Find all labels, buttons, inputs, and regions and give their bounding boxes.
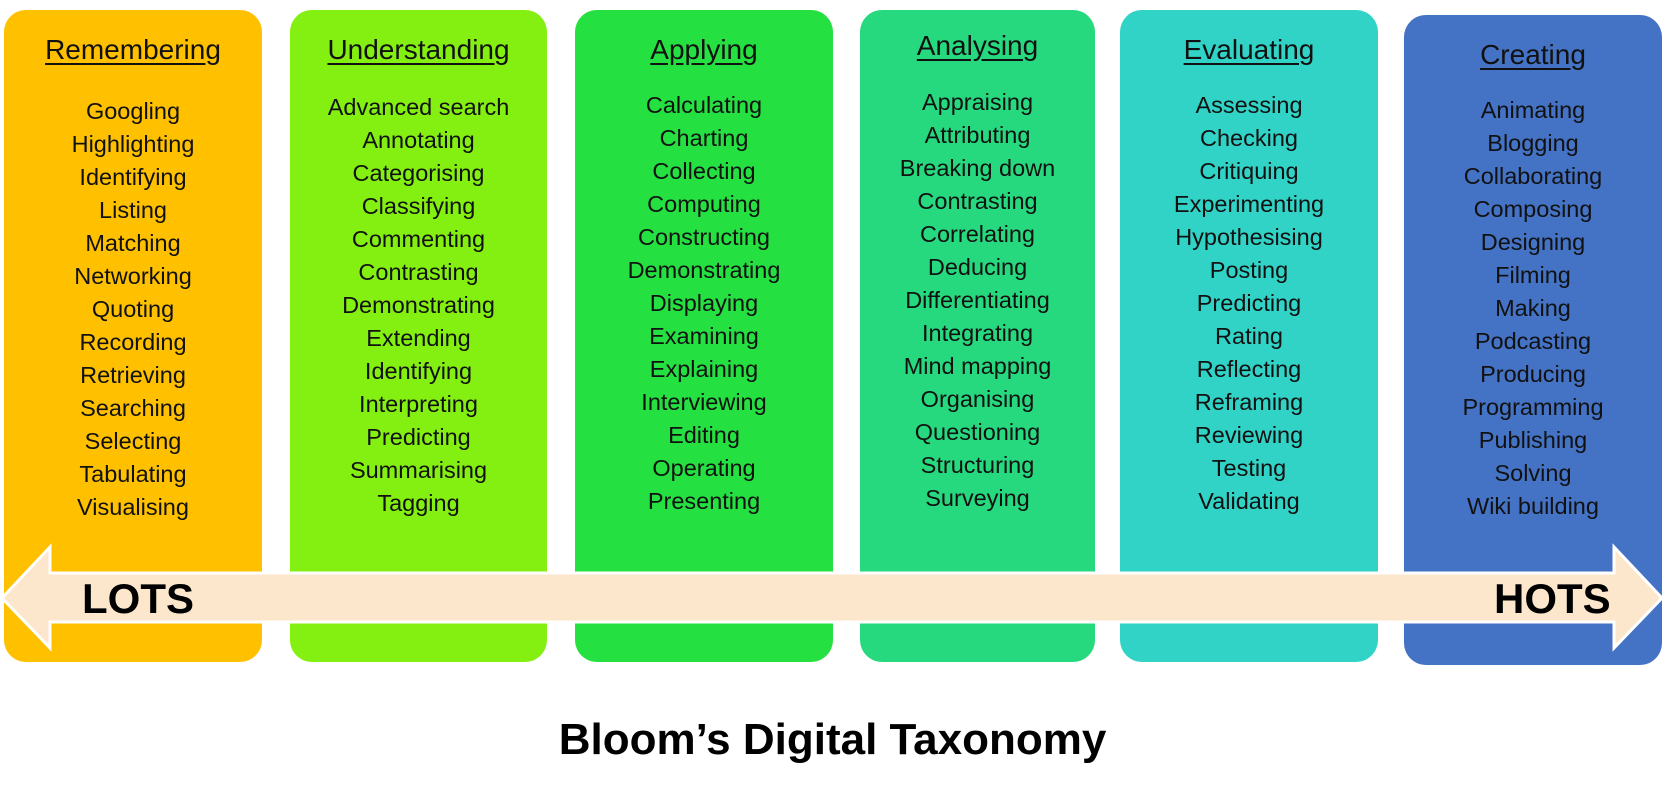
list-item: Selecting [84, 428, 182, 454]
column-creating: Creating Animating Blogging Collaboratin… [1404, 15, 1662, 665]
list-item: Assessing [1195, 92, 1303, 118]
list-item: Solving [1494, 460, 1572, 486]
verb-list-remembering: Googling Highlighting Identifying Listin… [4, 95, 262, 524]
list-item: Collecting [652, 158, 756, 184]
list-item: Testing [1211, 455, 1287, 481]
list-item: Filming [1495, 262, 1571, 288]
list-item: Operating [652, 455, 756, 481]
list-item: Extending [366, 325, 471, 351]
column-analysing: Analysing Appraising Attributing Breakin… [860, 10, 1095, 662]
column-title-analysing: Analysing [916, 30, 1039, 61]
column-applying: Applying Calculating Charting Collecting… [575, 10, 833, 662]
list-item: Contrasting [358, 259, 479, 285]
list-item: Attributing [924, 122, 1031, 148]
list-item: Posting [1209, 257, 1289, 283]
list-item: Examining [649, 323, 759, 349]
list-item: Programming [1462, 394, 1604, 420]
list-item: Networking [74, 263, 192, 289]
list-item: Correlating [920, 221, 1035, 247]
column-title-applying: Applying [650, 34, 758, 65]
list-item: Interpreting [359, 391, 478, 417]
list-item: Summarising [349, 457, 488, 483]
list-item: Displaying [649, 290, 759, 316]
list-item: Checking [1200, 125, 1298, 151]
page-title: Bloom’s Digital Taxonomy [558, 715, 1107, 764]
list-item: Retrieving [80, 362, 186, 388]
list-item: Tabulating [79, 461, 187, 487]
list-item: Contrasting [917, 188, 1038, 214]
list-item: Validating [1198, 488, 1300, 514]
list-item: Constructing [638, 224, 770, 250]
list-item: Classifying [361, 193, 476, 219]
list-item: Podcasting [1474, 328, 1592, 354]
list-item: Blogging [1487, 130, 1579, 156]
column-title-creating: Creating [1480, 39, 1586, 70]
list-item: Calculating [645, 92, 763, 118]
list-item: Visualising [77, 494, 189, 520]
list-item: Listing [99, 197, 167, 223]
column-title-understanding: Understanding [327, 34, 510, 65]
verb-list-creating: Animating Blogging Collaborating Composi… [1404, 94, 1662, 523]
list-item: Surveying [925, 485, 1030, 511]
list-item: Quoting [91, 296, 175, 322]
list-item: Annotating [362, 127, 475, 153]
list-item: Experimenting [1173, 191, 1325, 217]
list-item: Mind mapping [903, 353, 1052, 379]
list-item: Predicting [366, 424, 471, 450]
list-item: Reflecting [1196, 356, 1302, 382]
list-item: Identifying [364, 358, 473, 384]
list-item: Advanced search [327, 94, 510, 120]
list-item: Reviewing [1194, 422, 1304, 448]
list-item: Demonstrating [627, 257, 781, 283]
list-item: Hypothesising [1175, 224, 1323, 250]
list-item: Animating [1480, 97, 1586, 123]
list-item: Making [1495, 295, 1571, 321]
list-item: Charting [659, 125, 749, 151]
list-item: Questioning [914, 419, 1041, 445]
list-item: Predicting [1196, 290, 1302, 316]
column-evaluating: Evaluating Assessing Checking Critiquing… [1120, 10, 1378, 662]
list-item: Commenting [351, 226, 486, 252]
list-item: Interviewing [641, 389, 767, 415]
list-item: Deducing [927, 254, 1028, 280]
list-item: Structuring [920, 452, 1035, 478]
list-item: Matching [85, 230, 181, 256]
list-item: Composing [1473, 196, 1593, 222]
column-title-evaluating: Evaluating [1183, 34, 1315, 65]
column-remembering: Remembering Googling Highlighting Identi… [4, 10, 262, 662]
column-understanding: Understanding Advanced search Annotating… [290, 10, 547, 662]
list-item: Recording [79, 329, 187, 355]
list-item: Integrating [921, 320, 1034, 346]
list-item: Explaining [649, 356, 759, 382]
list-item: Computing [647, 191, 761, 217]
list-item: Differentiating [905, 287, 1050, 313]
list-item: Identifying [79, 164, 187, 190]
list-item: Producing [1480, 361, 1586, 387]
list-item: Rating [1215, 323, 1283, 349]
list-item: Highlighting [71, 131, 195, 157]
list-item: Organising [920, 386, 1035, 412]
verb-list-evaluating: Assessing Checking Critiquing Experiment… [1120, 89, 1378, 518]
verb-list-analysing: Appraising Attributing Breaking down Con… [860, 86, 1095, 515]
list-item: Critiquing [1199, 158, 1299, 184]
column-title-remembering: Remembering [45, 34, 221, 65]
list-item: Categorising [352, 160, 485, 186]
hots-label: HOTS [1494, 575, 1611, 622]
list-item: Appraising [921, 89, 1034, 115]
list-item: Wiki building [1467, 493, 1599, 519]
list-item: Publishing [1478, 427, 1588, 453]
verb-list-understanding: Advanced search Annotating Categorising … [290, 91, 547, 520]
list-item: Designing [1480, 229, 1586, 255]
verb-list-applying: Calculating Charting Collecting Computin… [575, 89, 833, 518]
list-item: Tagging [377, 490, 460, 516]
list-item: Presenting [647, 488, 761, 514]
list-item: Collaborating [1463, 163, 1603, 189]
list-item: Searching [80, 395, 186, 421]
lots-label: LOTS [82, 575, 194, 622]
list-item: Googling [85, 98, 181, 124]
list-item: Demonstrating [342, 292, 495, 318]
list-item: Reframing [1194, 389, 1304, 415]
list-item: Breaking down [899, 155, 1056, 181]
list-item: Editing [668, 422, 740, 448]
